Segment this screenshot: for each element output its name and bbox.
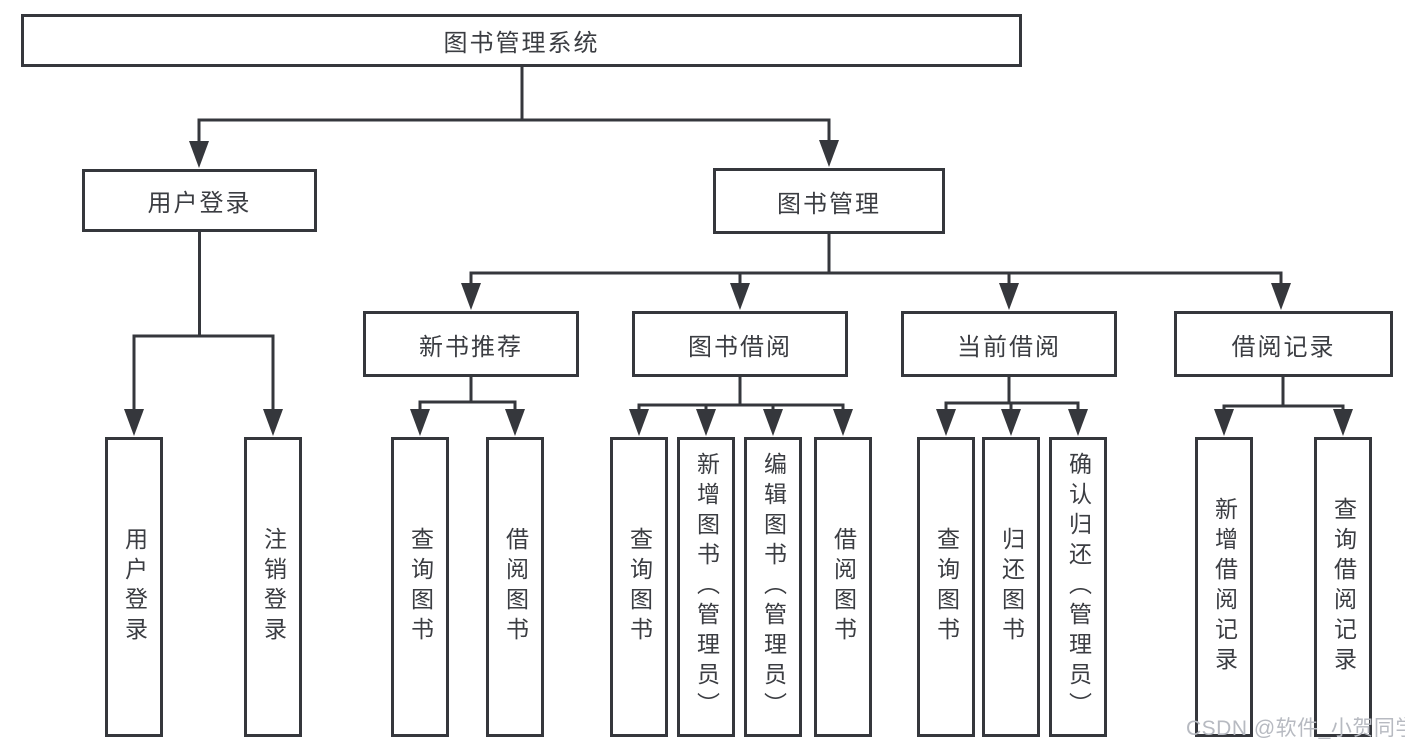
watermark: CSDN @软件_小贺同学 bbox=[1186, 717, 1405, 740]
node-edit-book-admin-label: 编辑图书（管理员） bbox=[760, 452, 787, 722]
node-current-borrowing-label: 当前借阅 bbox=[957, 333, 1061, 361]
node-logout-leaf: 注销登录 bbox=[244, 437, 302, 737]
node-add-book-admin: 新增图书（管理员） bbox=[677, 437, 735, 737]
node-query-books-2: 查询图书 bbox=[610, 437, 668, 737]
node-query-books-3-label: 查询图书 bbox=[933, 527, 960, 647]
node-borrow-books-2-label: 借阅图书 bbox=[830, 527, 857, 647]
node-query-books-1-label: 查询图书 bbox=[407, 527, 434, 647]
node-borrowing-records-label: 借阅记录 bbox=[1231, 333, 1336, 361]
node-user-login-leaf-label: 用户登录 bbox=[121, 527, 148, 647]
node-book-borrowing: 图书借阅 bbox=[632, 311, 848, 377]
arrowheads bbox=[124, 140, 1353, 436]
node-add-book-admin-label: 新增图书（管理员） bbox=[693, 452, 720, 722]
node-borrow-books-2: 借阅图书 bbox=[814, 437, 872, 737]
node-add-borrow-record-label: 新增借阅记录 bbox=[1211, 497, 1238, 677]
node-return-book: 归还图书 bbox=[982, 437, 1040, 737]
node-return-book-label: 归还图书 bbox=[998, 527, 1025, 647]
node-book-management-label: 图书管理 bbox=[777, 190, 881, 218]
node-borrowing-records: 借阅记录 bbox=[1174, 311, 1393, 377]
node-borrow-books-1: 借阅图书 bbox=[486, 437, 544, 737]
node-query-borrow-record-label: 查询借阅记录 bbox=[1330, 497, 1357, 677]
node-query-borrow-record: 查询借阅记录 bbox=[1314, 437, 1372, 737]
node-user-login: 用户登录 bbox=[82, 169, 317, 232]
node-query-books-1: 查询图书 bbox=[391, 437, 449, 737]
node-new-book-recommend: 新书推荐 bbox=[363, 311, 579, 377]
node-add-borrow-record: 新增借阅记录 bbox=[1195, 437, 1253, 737]
node-query-books-3: 查询图书 bbox=[917, 437, 975, 737]
node-edit-book-admin: 编辑图书（管理员） bbox=[744, 437, 802, 737]
node-current-borrowing: 当前借阅 bbox=[901, 311, 1117, 377]
node-root-label: 图书管理系统 bbox=[443, 30, 600, 57]
node-user-login-label: 用户登录 bbox=[147, 190, 252, 217]
node-root: 图书管理系统 bbox=[21, 14, 1022, 67]
node-new-book-recommend-label: 新书推荐 bbox=[419, 333, 523, 361]
node-confirm-return-admin: 确认归还（管理员） bbox=[1049, 437, 1107, 737]
node-query-books-2-label: 查询图书 bbox=[626, 527, 653, 647]
node-borrow-books-1-label: 借阅图书 bbox=[502, 527, 529, 647]
node-book-borrowing-label: 图书借阅 bbox=[688, 333, 792, 361]
node-confirm-return-admin-label: 确认归还（管理员） bbox=[1065, 452, 1092, 722]
node-logout-leaf-label: 注销登录 bbox=[260, 527, 287, 647]
node-book-management: 图书管理 bbox=[713, 168, 945, 234]
node-user-login-leaf: 用户登录 bbox=[105, 437, 163, 737]
